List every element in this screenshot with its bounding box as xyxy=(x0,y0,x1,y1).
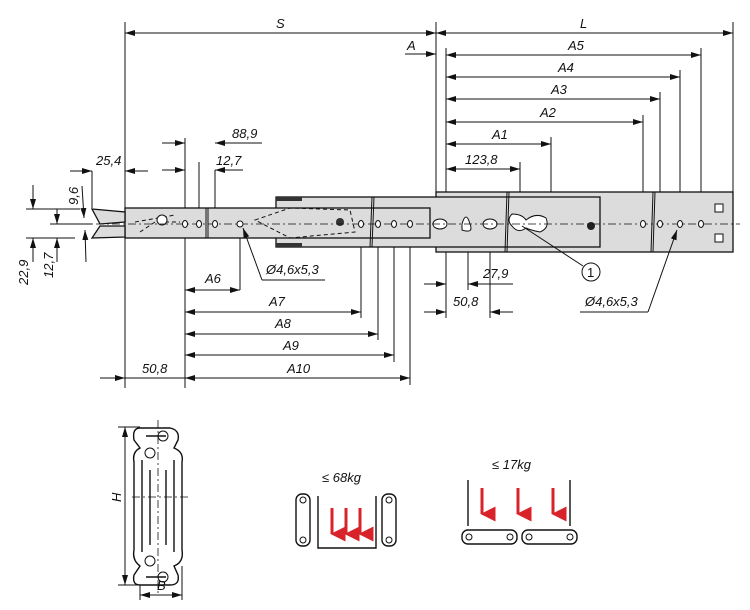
bottom-dimensions: A6 A7 A8 A9 A10 50,8 27,9 50,8 xyxy=(100,266,513,381)
dim-12-7-top: 12,7 xyxy=(216,153,242,168)
hole-spec-right: Ø4,6x5,3 xyxy=(584,294,639,309)
load-horizontal-icon: ≤ 17kg xyxy=(461,457,578,545)
dim-A10: A10 xyxy=(286,361,311,376)
load-vertical-label: ≤ 68kg xyxy=(322,470,362,485)
load-horizontal-label: ≤ 17kg xyxy=(492,457,532,472)
dim-27-9: 27,9 xyxy=(482,266,508,281)
dim-A: A xyxy=(406,38,416,53)
dim-H: H xyxy=(109,492,124,502)
left-dimensions: 22,9 12,7 9,6 xyxy=(16,185,92,286)
dim-A1: A1 xyxy=(491,127,508,142)
hole-spec-left: Ø4,6x5,3 xyxy=(265,262,320,277)
dim-A4: A4 xyxy=(557,60,574,75)
callout-1: 1 xyxy=(587,265,594,280)
mounting-holes xyxy=(182,220,704,228)
dim-50-8-left: 50,8 xyxy=(142,361,168,376)
dim-9-6: 9,6 xyxy=(66,186,81,205)
dim-S: S xyxy=(276,16,285,31)
load-vertical-icon: ≤ 68kg xyxy=(295,470,397,549)
dim-A5: A5 xyxy=(567,38,585,53)
dim-B: B xyxy=(157,578,166,593)
rail-tip xyxy=(90,208,126,239)
dim-A3: A3 xyxy=(550,82,568,97)
dim-A6: A6 xyxy=(204,271,222,286)
dim-12-7-left: 12,7 xyxy=(41,252,56,278)
dim-A2: A2 xyxy=(539,105,557,120)
dim-25-4: 25,4 xyxy=(95,153,121,168)
dim-123-8: 123,8 xyxy=(465,152,498,167)
dim-50-8-right: 50,8 xyxy=(453,294,479,309)
dim-A9: A9 xyxy=(282,338,299,353)
callouts: Ø4,6x5,3 Ø4,6x5,3 1 xyxy=(242,225,678,313)
top-dimensions: S L A A5 A4 A3 A2 A1 123,8 88,9 12,7 25,… xyxy=(70,16,733,208)
extension-lines xyxy=(124,22,734,388)
dim-88-9: 88,9 xyxy=(232,126,257,141)
dim-A8: A8 xyxy=(274,316,292,331)
dim-A7: A7 xyxy=(268,294,286,309)
cross-section-profile: H B xyxy=(109,420,190,600)
dim-L: L xyxy=(580,16,587,31)
slide-rails xyxy=(80,191,740,253)
dim-22-9: 22,9 xyxy=(16,260,31,286)
